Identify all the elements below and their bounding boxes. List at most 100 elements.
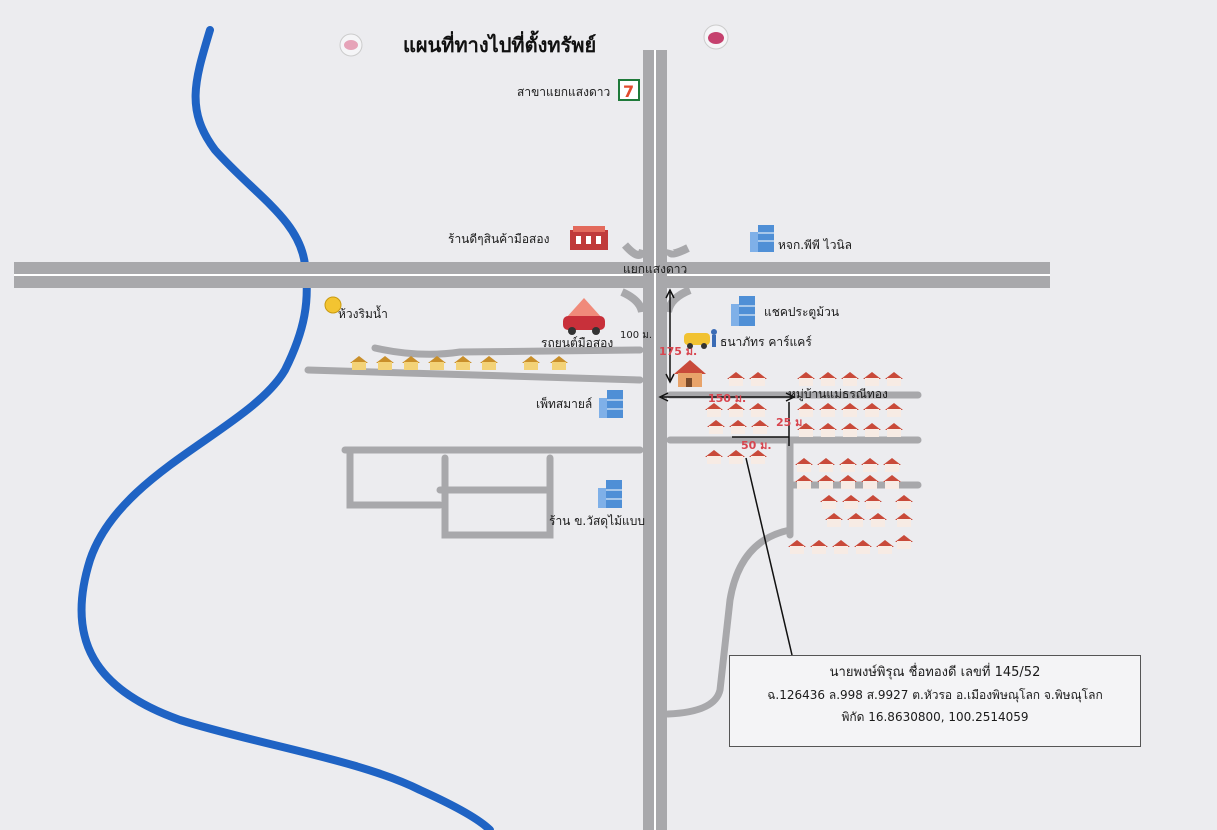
target-house-icon xyxy=(674,360,706,387)
house-icon xyxy=(480,356,498,370)
house-icon xyxy=(707,420,725,434)
intersection-curves xyxy=(620,242,692,313)
car-shop-icon xyxy=(563,298,605,335)
house-icon xyxy=(797,403,815,417)
building-icon xyxy=(731,296,755,326)
house-icon xyxy=(819,423,837,437)
distance-175m: 175 ม. xyxy=(659,345,697,358)
house-icon xyxy=(705,403,723,417)
house-icon xyxy=(885,403,903,417)
house-icon xyxy=(876,540,894,554)
house-icon xyxy=(847,513,865,527)
building-icon xyxy=(598,480,622,508)
house-icon xyxy=(863,372,881,386)
house-icon xyxy=(797,372,815,386)
distance-25m: 25 ม. xyxy=(776,416,807,429)
label-riverside-bend: ห้วงริมน้ำ xyxy=(338,305,388,321)
house-icon xyxy=(885,372,903,386)
pin-right xyxy=(703,24,729,50)
label-used-goods-shop: ร้านดีๆสินค้ามือสอง xyxy=(448,232,549,246)
house-icon xyxy=(842,495,860,509)
label-pet-smile: เพ็ทสมายล์ xyxy=(536,396,592,411)
label-used-car: รถยนต์มือสอง xyxy=(541,336,613,350)
house-icon xyxy=(861,458,879,472)
house-icon xyxy=(841,423,859,437)
house-icon xyxy=(751,420,769,434)
house-icon xyxy=(839,475,857,489)
pin-left xyxy=(339,33,363,57)
side-roads-west xyxy=(304,344,644,539)
house-icon xyxy=(863,423,881,437)
house-icon xyxy=(854,540,872,554)
shop-icon xyxy=(570,226,608,250)
house-icon xyxy=(885,423,903,437)
label-intersection: แยกแสงดาว xyxy=(623,262,687,276)
house-icon xyxy=(869,513,887,527)
pointer-line xyxy=(745,457,793,656)
yellow-house-row xyxy=(350,356,568,370)
house-icon xyxy=(749,403,767,417)
main-vertical-road xyxy=(643,50,667,830)
house-icon xyxy=(749,372,767,386)
house-icon xyxy=(350,356,368,370)
distance-100m: 100 ม. xyxy=(620,330,652,341)
info-coordinates-line: พิกัด 16.8630800, 100.2514059 xyxy=(841,710,1029,724)
seven-eleven-icon: 7 xyxy=(618,79,640,101)
house-icon xyxy=(810,540,828,554)
house-icon xyxy=(550,356,568,370)
house-icon xyxy=(841,403,859,417)
house-icon xyxy=(727,450,745,464)
house-icon xyxy=(522,356,540,370)
house-icon xyxy=(819,403,837,417)
house-icon xyxy=(832,540,850,554)
label-wood-shop: ร้าน ข.วัสดุไม้แบบ xyxy=(549,514,645,529)
house-icon xyxy=(727,403,745,417)
house-icon xyxy=(895,513,913,527)
car-care-icon xyxy=(684,329,717,349)
house-icon xyxy=(454,356,472,370)
house-icon xyxy=(820,495,838,509)
measure-175m xyxy=(665,288,675,384)
house-icon xyxy=(839,458,857,472)
distance-150m: 150 ม. xyxy=(708,392,746,405)
house-icon xyxy=(727,372,745,386)
label-car-care: ธนาภัทร คาร์แคร์ xyxy=(720,335,812,349)
house-icon xyxy=(376,356,394,370)
house-icon xyxy=(402,356,420,370)
sun-icon xyxy=(324,296,342,314)
house-icon xyxy=(749,450,767,464)
house-icon xyxy=(795,475,813,489)
house-icon xyxy=(797,423,815,437)
house-icon xyxy=(883,458,901,472)
map-title: แผนที่ทางไปที่ตั้งทรัพย์ xyxy=(403,30,596,57)
distance-50m: 50 ม. xyxy=(741,439,772,452)
house-icon xyxy=(864,495,882,509)
house-icon xyxy=(795,458,813,472)
measure-150m xyxy=(658,392,796,402)
house-icon xyxy=(788,540,806,554)
house-icon xyxy=(883,475,901,489)
village-houses xyxy=(705,372,913,554)
house-icon xyxy=(817,458,835,472)
river xyxy=(77,26,494,830)
house-icon xyxy=(705,450,723,464)
house-icon xyxy=(819,372,837,386)
house-icon xyxy=(861,475,879,489)
label-village: หมู่บ้านแม่ธรณีทอง xyxy=(788,387,888,402)
house-icon xyxy=(863,403,881,417)
house-icon xyxy=(841,372,859,386)
building-icon xyxy=(599,390,623,418)
label-shutter-door: แชคประตูม้วน xyxy=(764,305,839,320)
house-icon xyxy=(825,513,843,527)
house-icon xyxy=(729,420,747,434)
main-horizontal-road xyxy=(14,262,1050,288)
house-icon xyxy=(895,495,913,509)
label-pp-vinyl: หจก.พีพี ไวนิล xyxy=(778,238,852,252)
info-deed-line: ฉ.126436 ล.998 ส.9927 ต.หัวรอ อ.เมืองพิษ… xyxy=(767,688,1103,702)
info-owner-line: นายพงษ์พิรุณ ชื่อทองดี เลขที่ 145/52 xyxy=(829,665,1041,680)
house-icon xyxy=(817,475,835,489)
house-icon xyxy=(895,535,913,549)
property-info-box: นายพงษ์พิรุณ ชื่อทองดี เลขที่ 145/52 ฉ.1… xyxy=(729,655,1141,747)
label-seven-eleven-branch: สาขาแยกแสงดาว xyxy=(517,85,610,99)
